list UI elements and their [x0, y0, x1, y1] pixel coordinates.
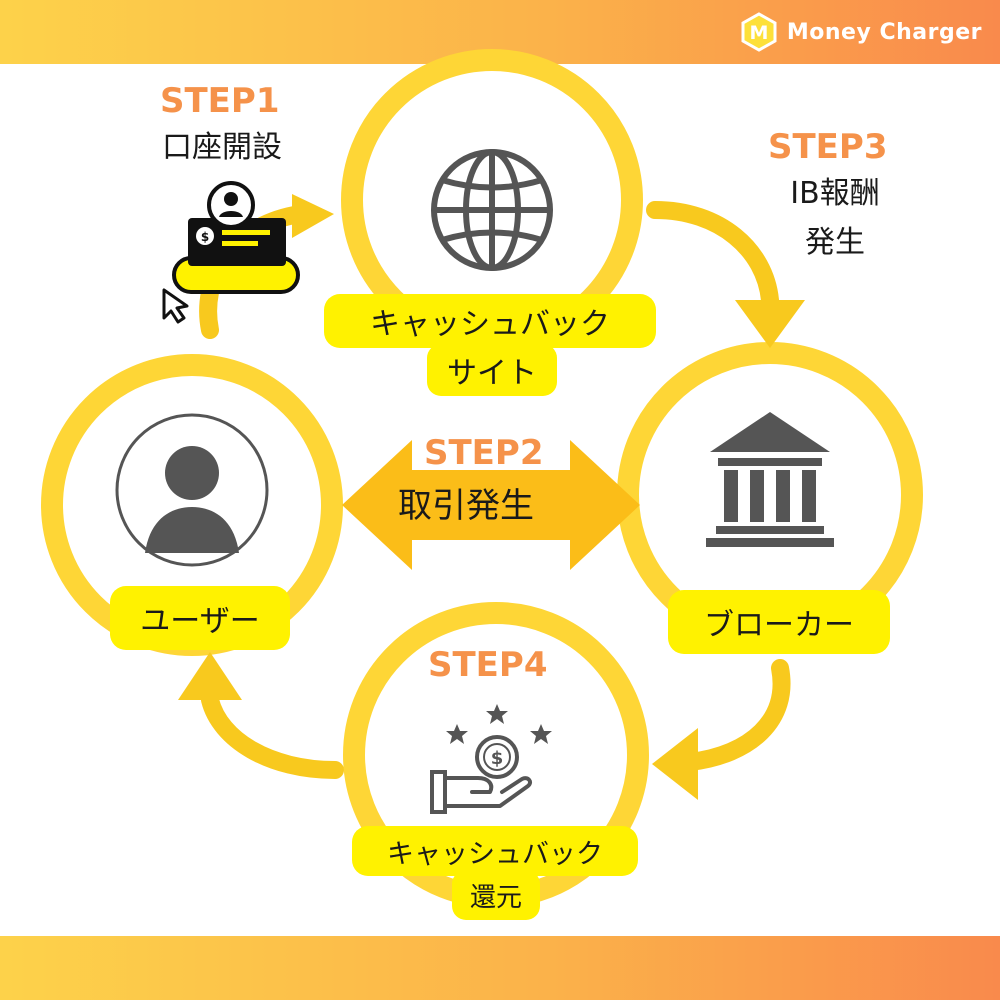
step3-line2: 発生	[805, 224, 865, 260]
cashback-site-sub-label: サイト	[427, 344, 557, 396]
cashback-site-label: キャッシュバック	[324, 294, 656, 348]
hexagon-logo-icon: M	[741, 12, 777, 52]
brand-name: Money Charger	[786, 19, 982, 45]
hand-coin-stars-icon: $	[430, 704, 552, 814]
account-opening-icon: $	[162, 181, 300, 324]
user-label: ユーザー	[110, 586, 290, 650]
arrow-step4	[178, 652, 344, 779]
bank-icon	[706, 412, 834, 547]
step3-line1: IB報酬	[790, 176, 880, 211]
step3-label: STEP3	[768, 127, 888, 167]
step3-text: IB報酬 発生	[775, 174, 895, 263]
arrow-broker-to-return	[652, 659, 791, 800]
broker-label: ブローカー	[668, 590, 890, 654]
cashback-return-sub-label: 還元	[452, 870, 540, 920]
step1-text: 口座開設	[162, 130, 282, 165]
svg-text:$: $	[201, 230, 209, 244]
step1-label: STEP1	[160, 81, 280, 121]
step2-label: STEP2	[424, 433, 544, 473]
svg-text:$: $	[491, 748, 504, 769]
svg-text:M: M	[749, 22, 768, 44]
brand-logo: M Money Charger	[739, 12, 982, 52]
step4-label: STEP4	[428, 645, 548, 685]
step2-text: 取引発生	[398, 486, 534, 526]
arrow-step3	[646, 201, 805, 348]
cashback-return-label: キャッシュバック	[352, 826, 638, 876]
user-avatar-icon	[115, 413, 269, 567]
globe-icon	[431, 149, 553, 271]
double-arrow-step2	[342, 440, 640, 570]
footer-band	[0, 936, 1000, 1000]
